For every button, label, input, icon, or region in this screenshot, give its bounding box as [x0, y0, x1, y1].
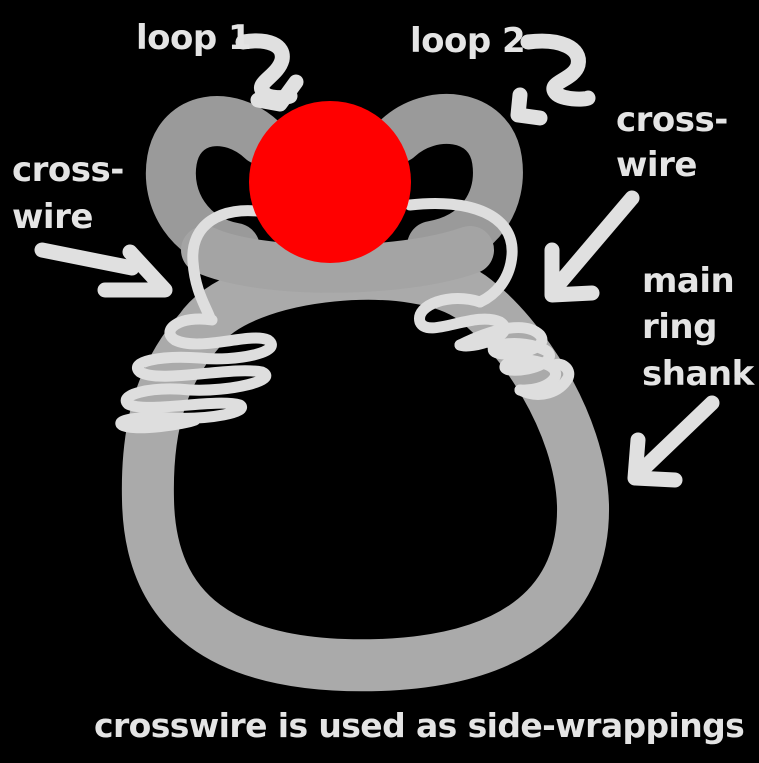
labels: loop 1 loop 2 cross- wire cross- wire ma…	[12, 18, 756, 745]
annotation-arrows	[34, 33, 720, 488]
arrow-crosswire-left	[34, 242, 140, 276]
label-loop-2: loop 2	[410, 21, 525, 61]
left-wrap-coil-1	[164, 313, 277, 365]
left-wrap-coil-4	[115, 412, 201, 434]
ring-bridge	[181, 226, 494, 293]
left-side-wrapping	[115, 313, 277, 434]
cross-wire-left-arc	[187, 205, 271, 324]
arrow-crosswire-right-head	[544, 242, 600, 303]
label-crosswire-right-line1: cross-	[616, 100, 728, 140]
arrow-crosswire-left-head	[97, 244, 173, 298]
arrow-loop-2-head	[510, 87, 548, 126]
left-wrap-coil-3	[120, 383, 248, 424]
red-stone	[249, 101, 411, 263]
left-wrap-coil-2	[132, 351, 272, 396]
right-wrap-coil-2	[454, 322, 551, 360]
arrow-loop-2	[520, 33, 596, 107]
label-shank-line2: ring	[642, 307, 717, 347]
label-loop-1: loop 1	[136, 18, 251, 58]
right-wrap-coil-1	[414, 293, 510, 352]
diagram-caption: crosswire is used as side-wrappings	[94, 706, 744, 745]
right-wrap-coil-4	[514, 358, 575, 400]
arrow-loop-1-head	[250, 74, 304, 112]
label-crosswire-left-line2: wire	[12, 197, 93, 237]
cross-wire	[187, 197, 518, 324]
label-shank-line1: main	[642, 261, 734, 301]
right-wrap-coil-3	[499, 344, 561, 396]
arrow-main-shank-head	[627, 432, 683, 488]
cross-wire-right-arc	[404, 197, 518, 308]
label-crosswire-right-line2: wire	[616, 145, 697, 185]
arrow-crosswire-right	[550, 190, 640, 293]
arrow-main-shank	[632, 395, 720, 480]
label-crosswire-left-line1: cross-	[12, 150, 124, 190]
right-side-wrapping	[414, 293, 575, 400]
label-shank-line3: shank	[642, 354, 756, 394]
